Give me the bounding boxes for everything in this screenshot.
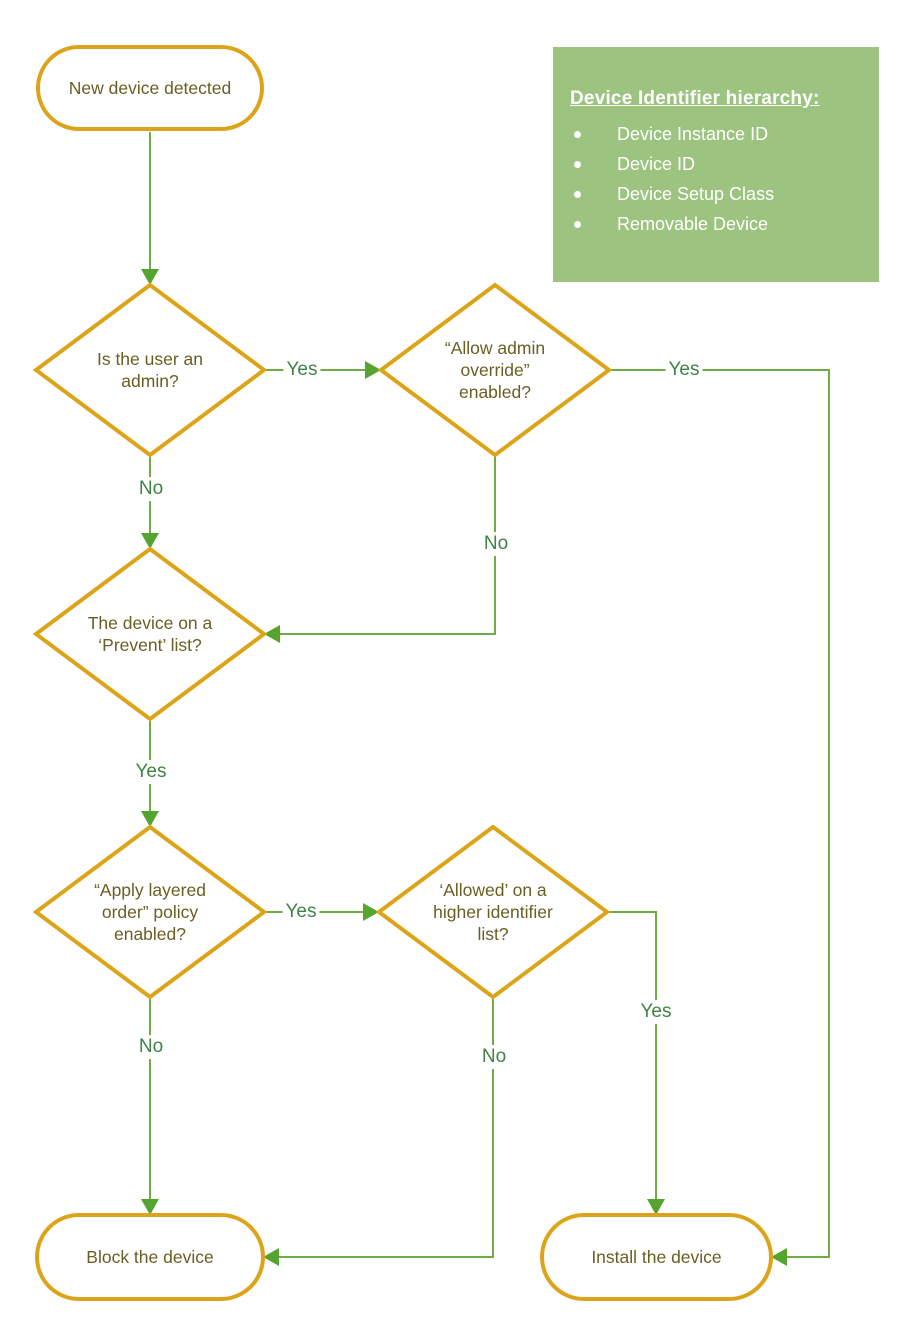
edge-label-admin-yes: Yes [283, 358, 321, 382]
legend-title: Device Identifier hierarchy: [570, 88, 820, 109]
edge-label-layered-yes: Yes [282, 900, 320, 924]
layered-diamond-label: “Apply layered order” policy enabled? [94, 879, 206, 945]
arrowhead-into-prevent-top [141, 533, 159, 549]
legend-item: Device ID [570, 149, 865, 179]
arrowhead-into-allowed [363, 903, 379, 921]
legend-item-label: Removable Device [617, 213, 769, 234]
layered-diamond-shape [32, 824, 268, 1000]
legend-item-label: Device ID [617, 153, 696, 174]
bullet-icon [574, 130, 581, 138]
arrowhead-into-prevent-right [264, 625, 280, 643]
edge-label-allowed-yes: Yes [637, 1000, 675, 1024]
legend: Device Identifier hierarchy: Device Inst… [553, 47, 879, 282]
arrowhead-into-install-top [647, 1199, 665, 1215]
bullet-icon [574, 190, 581, 198]
arrowhead-into-layered [141, 811, 159, 827]
block-node-shape [35, 1213, 265, 1301]
edge-label-override-yes: Yes [665, 358, 703, 382]
edge-label-override-no: No [480, 532, 512, 556]
override-diamond-shape [377, 282, 613, 458]
admin-diamond-shape [32, 282, 268, 458]
connector-override-yes-to-install [609, 369, 830, 1258]
allowed-diamond-label: ‘Allowed’ on a higher identifier list? [433, 879, 553, 945]
arrowhead-into-block-top [141, 1199, 159, 1215]
arrowhead-into-install-right [771, 1248, 787, 1266]
arrowhead-into-admin [141, 269, 159, 285]
allowed-diamond-shape [375, 824, 611, 1000]
legend-item: Device Setup Class [570, 179, 865, 209]
block-node-label: Block the device [86, 1246, 214, 1267]
connector-allowed-no-to-block [279, 997, 494, 1258]
connector-override-no-to-prevent [280, 455, 496, 635]
bullet-icon [574, 220, 581, 228]
legend-list: Device Instance ID Device ID Device Setu… [570, 119, 865, 239]
edge-label-layered-no: No [135, 1035, 167, 1059]
connector-allowed-yes-to-install [607, 911, 657, 1199]
install-node-shape [540, 1213, 773, 1301]
prevent-diamond-label: The device on a ‘Prevent’ list? [87, 612, 213, 655]
prevent-diamond-shape [32, 546, 268, 722]
arrowhead-into-override [365, 361, 381, 379]
legend-item: Removable Device [570, 209, 865, 239]
install-node-label: Install the device [591, 1246, 722, 1267]
legend-item-label: Device Instance ID [617, 123, 769, 144]
admin-diamond-label: Is the user an admin? [96, 348, 204, 391]
override-diamond-label: “Allow admin override” enabled? [444, 337, 546, 403]
legend-item: Device Instance ID [570, 119, 865, 149]
bullet-icon [574, 160, 581, 168]
edge-label-allowed-no: No [478, 1045, 510, 1069]
start-node-shape [36, 45, 264, 131]
edge-label-admin-no: No [135, 477, 167, 501]
arrowhead-into-block-right [263, 1248, 279, 1266]
legend-item-label: Device Setup Class [617, 183, 775, 204]
edge-label-prevent-yes: Yes [132, 760, 170, 784]
start-node-label: New device detected [68, 77, 232, 98]
